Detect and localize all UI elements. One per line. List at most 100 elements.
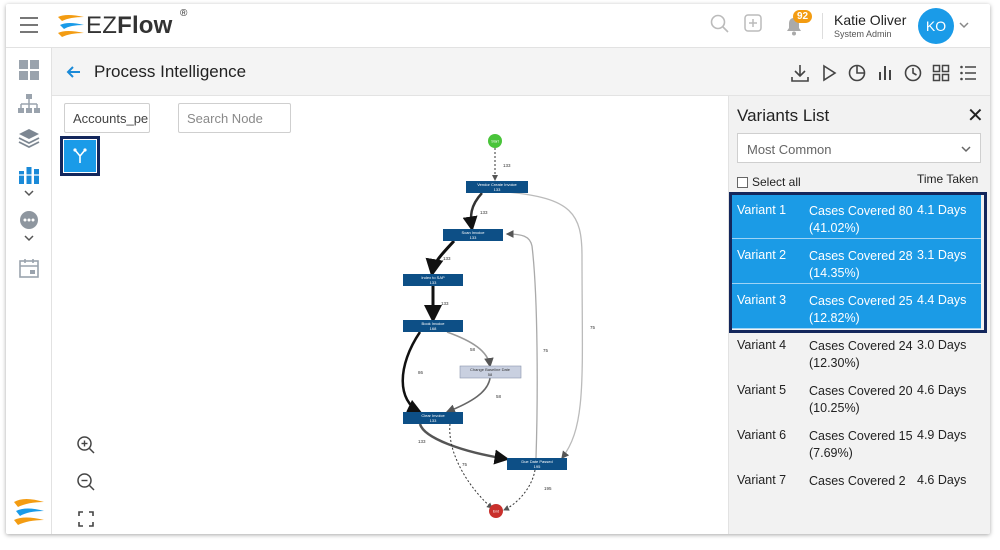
cases-percent: (12.30%) [809,356,860,370]
variant-name: Variant 2 [737,248,787,262]
flow-node-clear-invoice[interactable] [403,412,463,424]
node-label: Vendor Create Invoice [477,182,517,187]
flow-node-scan-invoice[interactable] [443,229,503,241]
variant-name: Variant 1 [737,203,787,217]
variant-cases: Cases Covered 2 [809,473,906,490]
search-icon[interactable] [710,14,730,34]
clock-icon[interactable] [903,63,923,83]
end-node[interactable] [489,504,503,518]
process-intelligence-icon[interactable] [17,163,41,187]
cases-percent: (41.02%) [809,221,860,235]
variant-time: 3.1 Days [917,248,967,262]
flow-node-vendor-create-invoice[interactable] [466,181,528,193]
brand-bold: Flow [117,12,173,39]
back-arrow-icon[interactable] [66,64,82,80]
notification-badge: 92 [793,10,813,23]
edge-label: 75 [462,462,468,467]
cases-count: Cases Covered 24 [809,339,913,353]
variant-row[interactable]: Variant 4 Cases Covered 24(12.30%) 3.0 D… [729,329,981,374]
variant-row[interactable]: Variant 6 Cases Covered 15(7.69%) 4.9 Da… [729,419,981,464]
fullscreen-icon[interactable] [76,509,96,529]
node-label: Scan Invoice [462,230,486,235]
cases-count: Cases Covered 20 [809,384,913,398]
cases-percent: (10.25%) [809,401,860,415]
pie-chart-icon[interactable] [847,63,867,83]
node-count: 58 [488,372,493,377]
chat-bubble-icon[interactable] [17,208,41,232]
variant-row[interactable]: Variant 5 Cases Covered 20 (10.25%) 4.6 D… [729,374,981,419]
start-node-label: Start [491,140,498,144]
flow-node-due-date-passed[interactable] [507,458,567,470]
search-node-input[interactable] [178,103,291,133]
process-map-toggle-button[interactable] [64,140,96,172]
chevron-down-icon[interactable] [958,19,970,31]
app-logo[interactable]: EZFlow ® [56,8,187,43]
variant-cases: Cases Covered 28(14.35%) [809,248,913,282]
variant-name: Variant 5 [737,383,787,397]
variant-cases: Cases Covered 25(12.82%) [809,293,913,327]
flow-node-index-to-sap[interactable] [403,274,463,286]
play-icon[interactable] [819,63,839,83]
node-count: 195 [534,464,541,469]
dashboard-grid-icon[interactable] [17,58,41,82]
chevron-down-icon[interactable] [23,188,35,198]
top-bar: EZFlow ® 92 Katie Oliver System Admin KO [6,4,990,48]
left-nav-rail [6,48,52,534]
edge-n6-end [449,423,493,509]
app-window: EZFlow ® 92 Katie Oliver System Admin KO [6,4,990,534]
cases-count: Cases Covered 15 [809,429,913,443]
edge-n7-n2 [505,230,538,459]
edge-n1-n2 [462,192,483,232]
variant-row[interactable]: Variant 7 Cases Covered 2 4.6 Days [729,464,981,509]
variant-row[interactable]: Variant 3 Cases Covered 25(12.82%) 4.4 D… [729,284,981,329]
flow-node-book-invoice[interactable] [403,320,463,332]
variant-time: 4.6 Days [917,383,967,397]
variant-name: Variant 3 [737,293,787,307]
select-all-label: Select all [752,175,801,189]
cases-count: Cases Covered 28 [809,249,913,263]
variant-cases: Cases Covered 20 (10.25%) [809,383,913,417]
edge-labels: 133 133 133 133 86 58 58 133 75 75 75 19… [418,163,596,491]
hamburger-menu-icon[interactable] [20,17,38,33]
calendar-icon[interactable] [17,256,41,280]
cases-count: Cases Covered 80 [809,204,913,218]
chevron-down-icon[interactable] [23,233,35,243]
node-label: Due Date Passed [521,459,552,464]
select-all-checkbox[interactable] [737,176,748,188]
sort-select[interactable]: Most Common [737,133,981,163]
layers-icon[interactable] [17,126,41,150]
process-select[interactable]: Accounts_pe [64,103,150,133]
brand-light: EZ [86,12,118,39]
node-count: 133 [430,280,437,285]
grid-view-icon[interactable] [931,63,951,83]
edge-n5-n6 [445,377,491,414]
bar-chart-icon[interactable] [875,63,895,83]
avatar[interactable]: KO [918,8,954,44]
add-icon[interactable] [744,14,762,32]
edge-n4-n6 [401,331,423,414]
process-flow-diagram: 133 133 133 133 86 58 58 133 75 75 75 19… [401,134,596,518]
process-map-canvas[interactable]: Accounts_pe [52,96,728,534]
variant-row[interactable]: Variant 2 Cases Covered 28(14.35%) 3.1 D… [729,239,981,284]
node-count: 133 [430,418,437,423]
time-taken-header: Time Taken [917,172,979,186]
cases-count: Cases Covered 2 [809,474,906,488]
cases-percent: (7.69%) [809,446,853,460]
chevron-down-icon [961,146,971,153]
list-view-icon[interactable] [958,63,978,83]
sort-value: Most Common [747,142,832,157]
flow-node-change-baseline-date[interactable] [459,365,522,379]
start-node[interactable] [488,134,502,148]
org-chart-icon[interactable] [17,92,41,116]
zoom-in-icon[interactable] [76,435,96,455]
variant-cases: Cases Covered 24 (12.30%) [809,338,913,372]
variant-row[interactable]: Variant 1 Cases Covered 80(41.02%) 4.1 D… [729,194,981,239]
zoom-out-icon[interactable] [76,472,96,492]
close-icon[interactable]: ✕ [967,105,984,127]
edge-n6-n7 [418,423,510,465]
cases-percent: (12.82%) [809,311,860,325]
node-count: 133 [494,187,501,192]
select-all[interactable]: Select all [737,175,801,189]
edge-label: 133 [480,210,488,215]
download-icon[interactable] [790,63,810,83]
